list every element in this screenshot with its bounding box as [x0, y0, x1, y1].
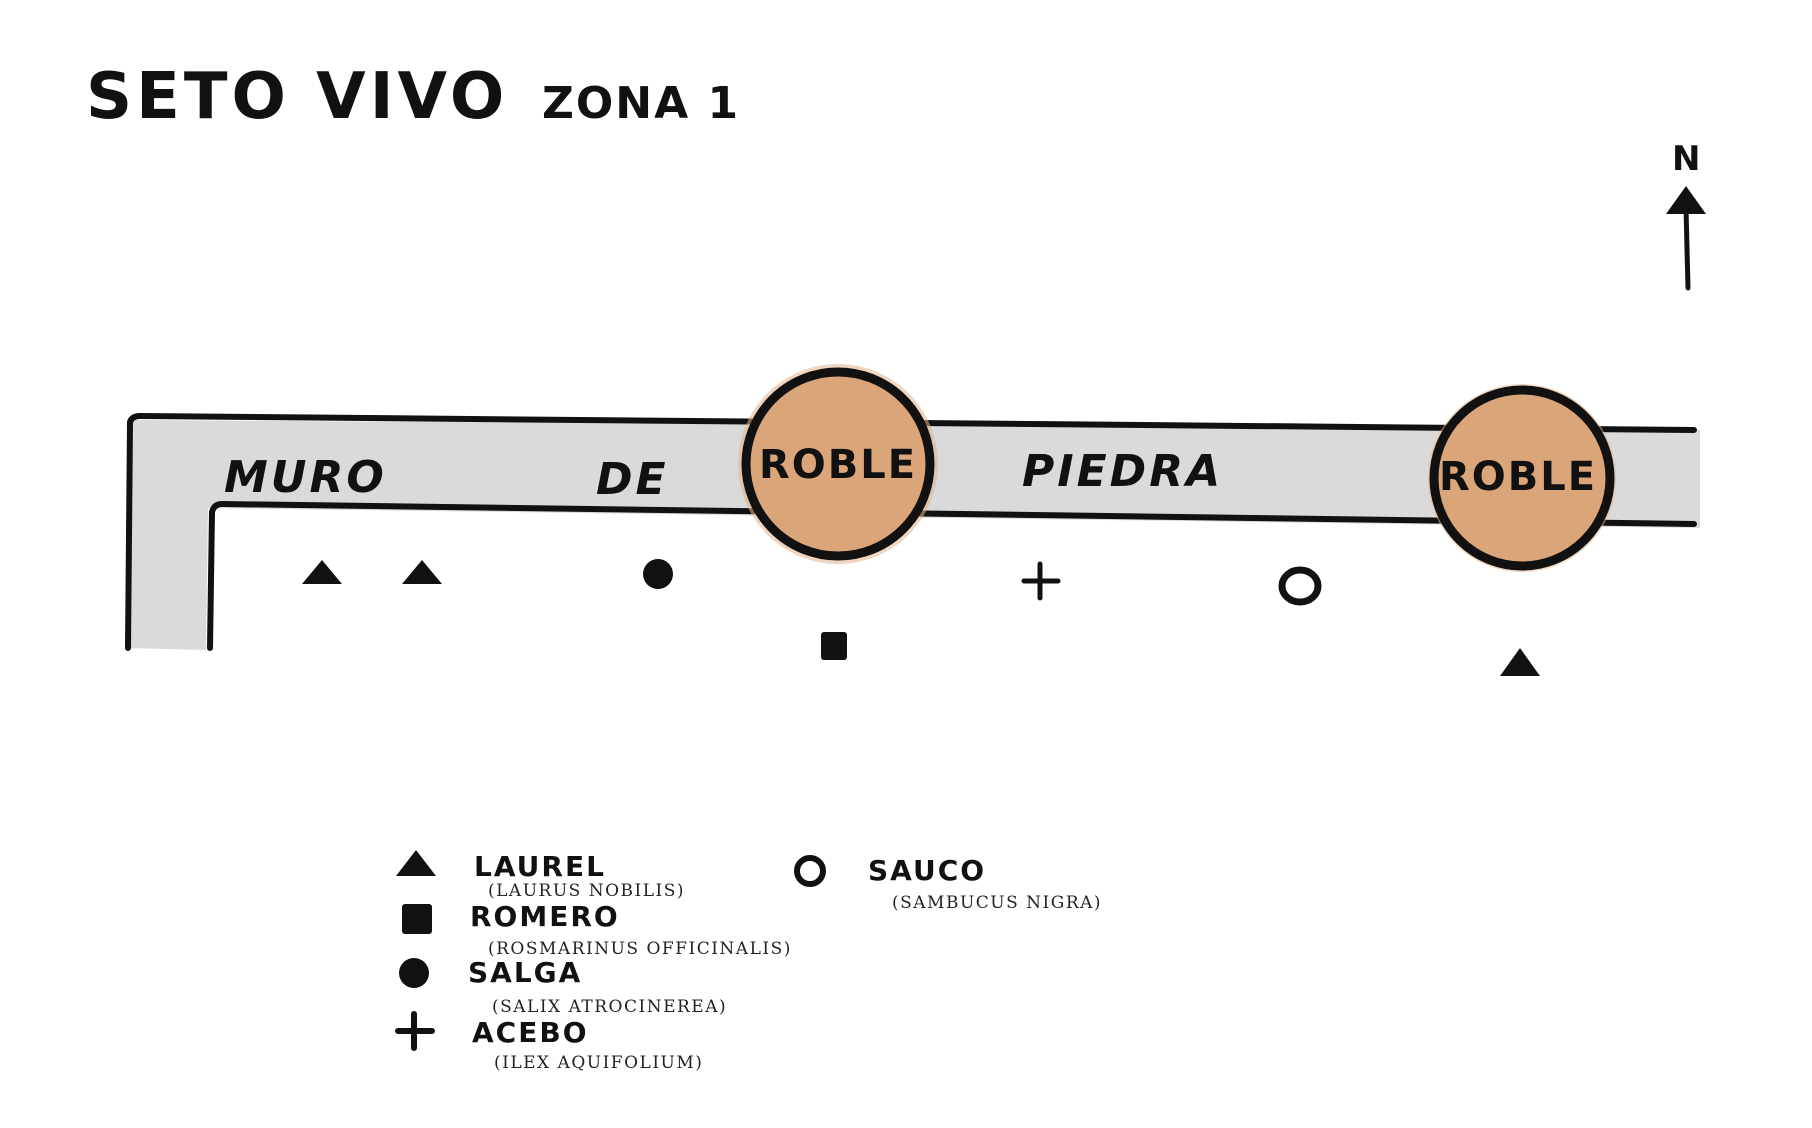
- legend-item-sauco: SAUCO (SAMBUCUS NIGRA): [794, 854, 1102, 913]
- plant-marker-laurel-2: [402, 560, 442, 584]
- laurel-triangle-icon: [402, 560, 442, 584]
- wall-word-piedra: PIEDRA: [1022, 446, 1223, 497]
- sauco-ring-icon: [794, 855, 826, 887]
- oak-label-1: ROBLE: [759, 442, 917, 488]
- legend: LAUREL (LAURUS NOBILIS) ROMERO (ROSMARIN…: [395, 850, 1102, 1073]
- oak-label-2: ROBLE: [1439, 454, 1597, 500]
- laurel-triangle-icon: [396, 850, 436, 876]
- legend-item-salga: SALGA (SALIX ATROCINEREA): [399, 956, 727, 1017]
- legend-name: ROMERO: [470, 900, 620, 933]
- plant-marker-sauco: [1278, 566, 1322, 606]
- plant-marker-laurel-3: [1500, 648, 1540, 676]
- diagram-subtitle: ZONA 1: [542, 78, 740, 129]
- legend-scientific-name: (SALIX ATROCINEREA): [492, 997, 727, 1017]
- legend-scientific-name: (LAURUS NOBILIS): [488, 881, 685, 901]
- north-label: N: [1672, 139, 1700, 179]
- plant-marker-acebo: [1021, 561, 1061, 601]
- oak-tree-1: ROBLE: [738, 364, 938, 564]
- salga-circle-icon: [399, 958, 429, 988]
- acebo-plus-icon: [395, 1011, 435, 1051]
- wall-fill: [128, 420, 1700, 650]
- wall-word-de: DE: [596, 454, 669, 505]
- sauco-ring-icon: [1278, 566, 1322, 606]
- legend-name: ACEBO: [472, 1016, 589, 1049]
- north-arrow: N: [1666, 139, 1706, 291]
- legend-name: SALGA: [468, 956, 582, 989]
- legend-name: LAUREL: [474, 850, 606, 883]
- oak-canopy-icon: [1429, 385, 1615, 571]
- legend-item-laurel: LAUREL (LAURUS NOBILIS): [396, 850, 685, 901]
- plant-marker-romero: [821, 632, 847, 660]
- acebo-plus-icon: [1021, 561, 1061, 601]
- salga-circle-icon: [643, 559, 673, 589]
- north-arrow-shaft: [1683, 205, 1691, 291]
- wall-word-muro: MURO: [224, 452, 387, 503]
- wall-outer-edge: [125, 412, 1697, 651]
- legend-item-romero: ROMERO (ROSMARINUS OFFICINALIS): [402, 900, 792, 959]
- stone-wall: MURO DE PIEDRA: [125, 412, 1700, 651]
- wall-inner-edge: [207, 500, 1697, 651]
- oak-canopy-icon: [741, 367, 935, 561]
- legend-scientific-name: (ILEX AQUIFOLIUM): [494, 1053, 703, 1073]
- plant-marker-laurel-1: [302, 560, 342, 584]
- laurel-triangle-icon: [302, 560, 342, 584]
- laurel-triangle-icon: [1500, 648, 1540, 676]
- legend-scientific-name: (ROSMARINUS OFFICINALIS): [488, 939, 792, 959]
- plant-marker-salga: [643, 559, 673, 589]
- oak-tree-2: ROBLE: [1428, 384, 1616, 572]
- north-arrowhead-icon: [1666, 186, 1706, 214]
- diagram-title: SETO VIVO: [86, 60, 508, 134]
- legend-item-acebo: ACEBO (ILEX AQUIFOLIUM): [395, 1011, 703, 1073]
- romero-square-icon: [402, 904, 432, 934]
- romero-square-icon: [821, 632, 847, 660]
- legend-name: SAUCO: [868, 854, 986, 887]
- legend-scientific-name: (SAMBUCUS NIGRA): [892, 893, 1102, 913]
